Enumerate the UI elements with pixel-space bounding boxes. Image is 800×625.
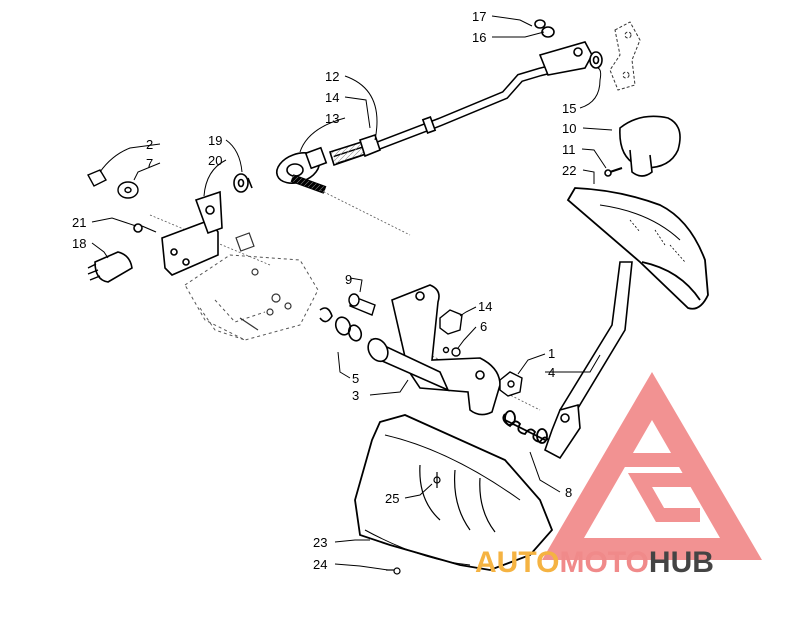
callout-13: 13 xyxy=(325,111,339,126)
watermark-hub: HUB xyxy=(649,546,714,579)
callout-14-top: 14 xyxy=(325,90,339,105)
callouts: 17 16 12 14 13 15 10 11 22 2 7 19 20 21 … xyxy=(72,9,576,572)
pin-9 xyxy=(348,293,376,316)
callout-25: 25 xyxy=(385,491,399,506)
shift-rod xyxy=(275,19,603,194)
watermark-logo: AUTOMOTOHUB xyxy=(475,546,714,579)
watermark-auto: AUTO xyxy=(475,546,559,579)
callout-12: 12 xyxy=(325,69,339,84)
screw-25 xyxy=(433,472,441,488)
callout-15: 15 xyxy=(562,101,576,116)
callout-5: 5 xyxy=(352,371,359,386)
callout-2: 2 xyxy=(146,137,153,152)
watermark-moto: MOTO xyxy=(559,546,648,579)
shift-lever xyxy=(544,261,633,460)
callout-3: 3 xyxy=(352,388,359,403)
screw-24 xyxy=(386,567,401,575)
rings xyxy=(319,307,363,342)
watermark-text: AUTOMOTOHUB xyxy=(475,546,714,579)
callout-6: 6 xyxy=(480,319,487,334)
chassis-details xyxy=(235,232,292,331)
nut-14 xyxy=(439,309,463,357)
watermark-triangle xyxy=(542,372,762,560)
callout-20: 20 xyxy=(208,153,222,168)
bolt-2 xyxy=(87,169,139,199)
callout-24: 24 xyxy=(313,557,327,572)
shift-knob xyxy=(604,115,681,177)
callout-17: 17 xyxy=(472,9,486,24)
callout-11: 11 xyxy=(562,142,576,157)
callout-19: 19 xyxy=(208,133,222,148)
callout-10: 10 xyxy=(562,121,576,136)
upper-linkage xyxy=(609,21,641,91)
callout-8: 8 xyxy=(565,485,572,500)
nut-1 xyxy=(499,371,523,397)
mounting-bracket xyxy=(161,173,253,276)
chassis-frame xyxy=(184,254,319,341)
callout-14-mid: 14 xyxy=(478,299,492,314)
callout-22: 22 xyxy=(562,163,576,178)
callout-21: 21 xyxy=(72,215,86,230)
spring xyxy=(502,410,549,444)
pivot-arm xyxy=(367,284,501,416)
switch xyxy=(87,223,157,283)
callout-18: 18 xyxy=(72,236,86,251)
leader-lines xyxy=(91,15,613,571)
callout-23: 23 xyxy=(313,535,327,550)
axis-line xyxy=(319,189,411,236)
callout-7: 7 xyxy=(146,156,153,171)
callout-4: 4 xyxy=(548,365,555,380)
cover xyxy=(354,414,554,571)
callout-9: 9 xyxy=(345,272,352,287)
lever-guard xyxy=(566,187,709,310)
callout-16: 16 xyxy=(472,30,486,45)
callout-1: 1 xyxy=(548,346,555,361)
